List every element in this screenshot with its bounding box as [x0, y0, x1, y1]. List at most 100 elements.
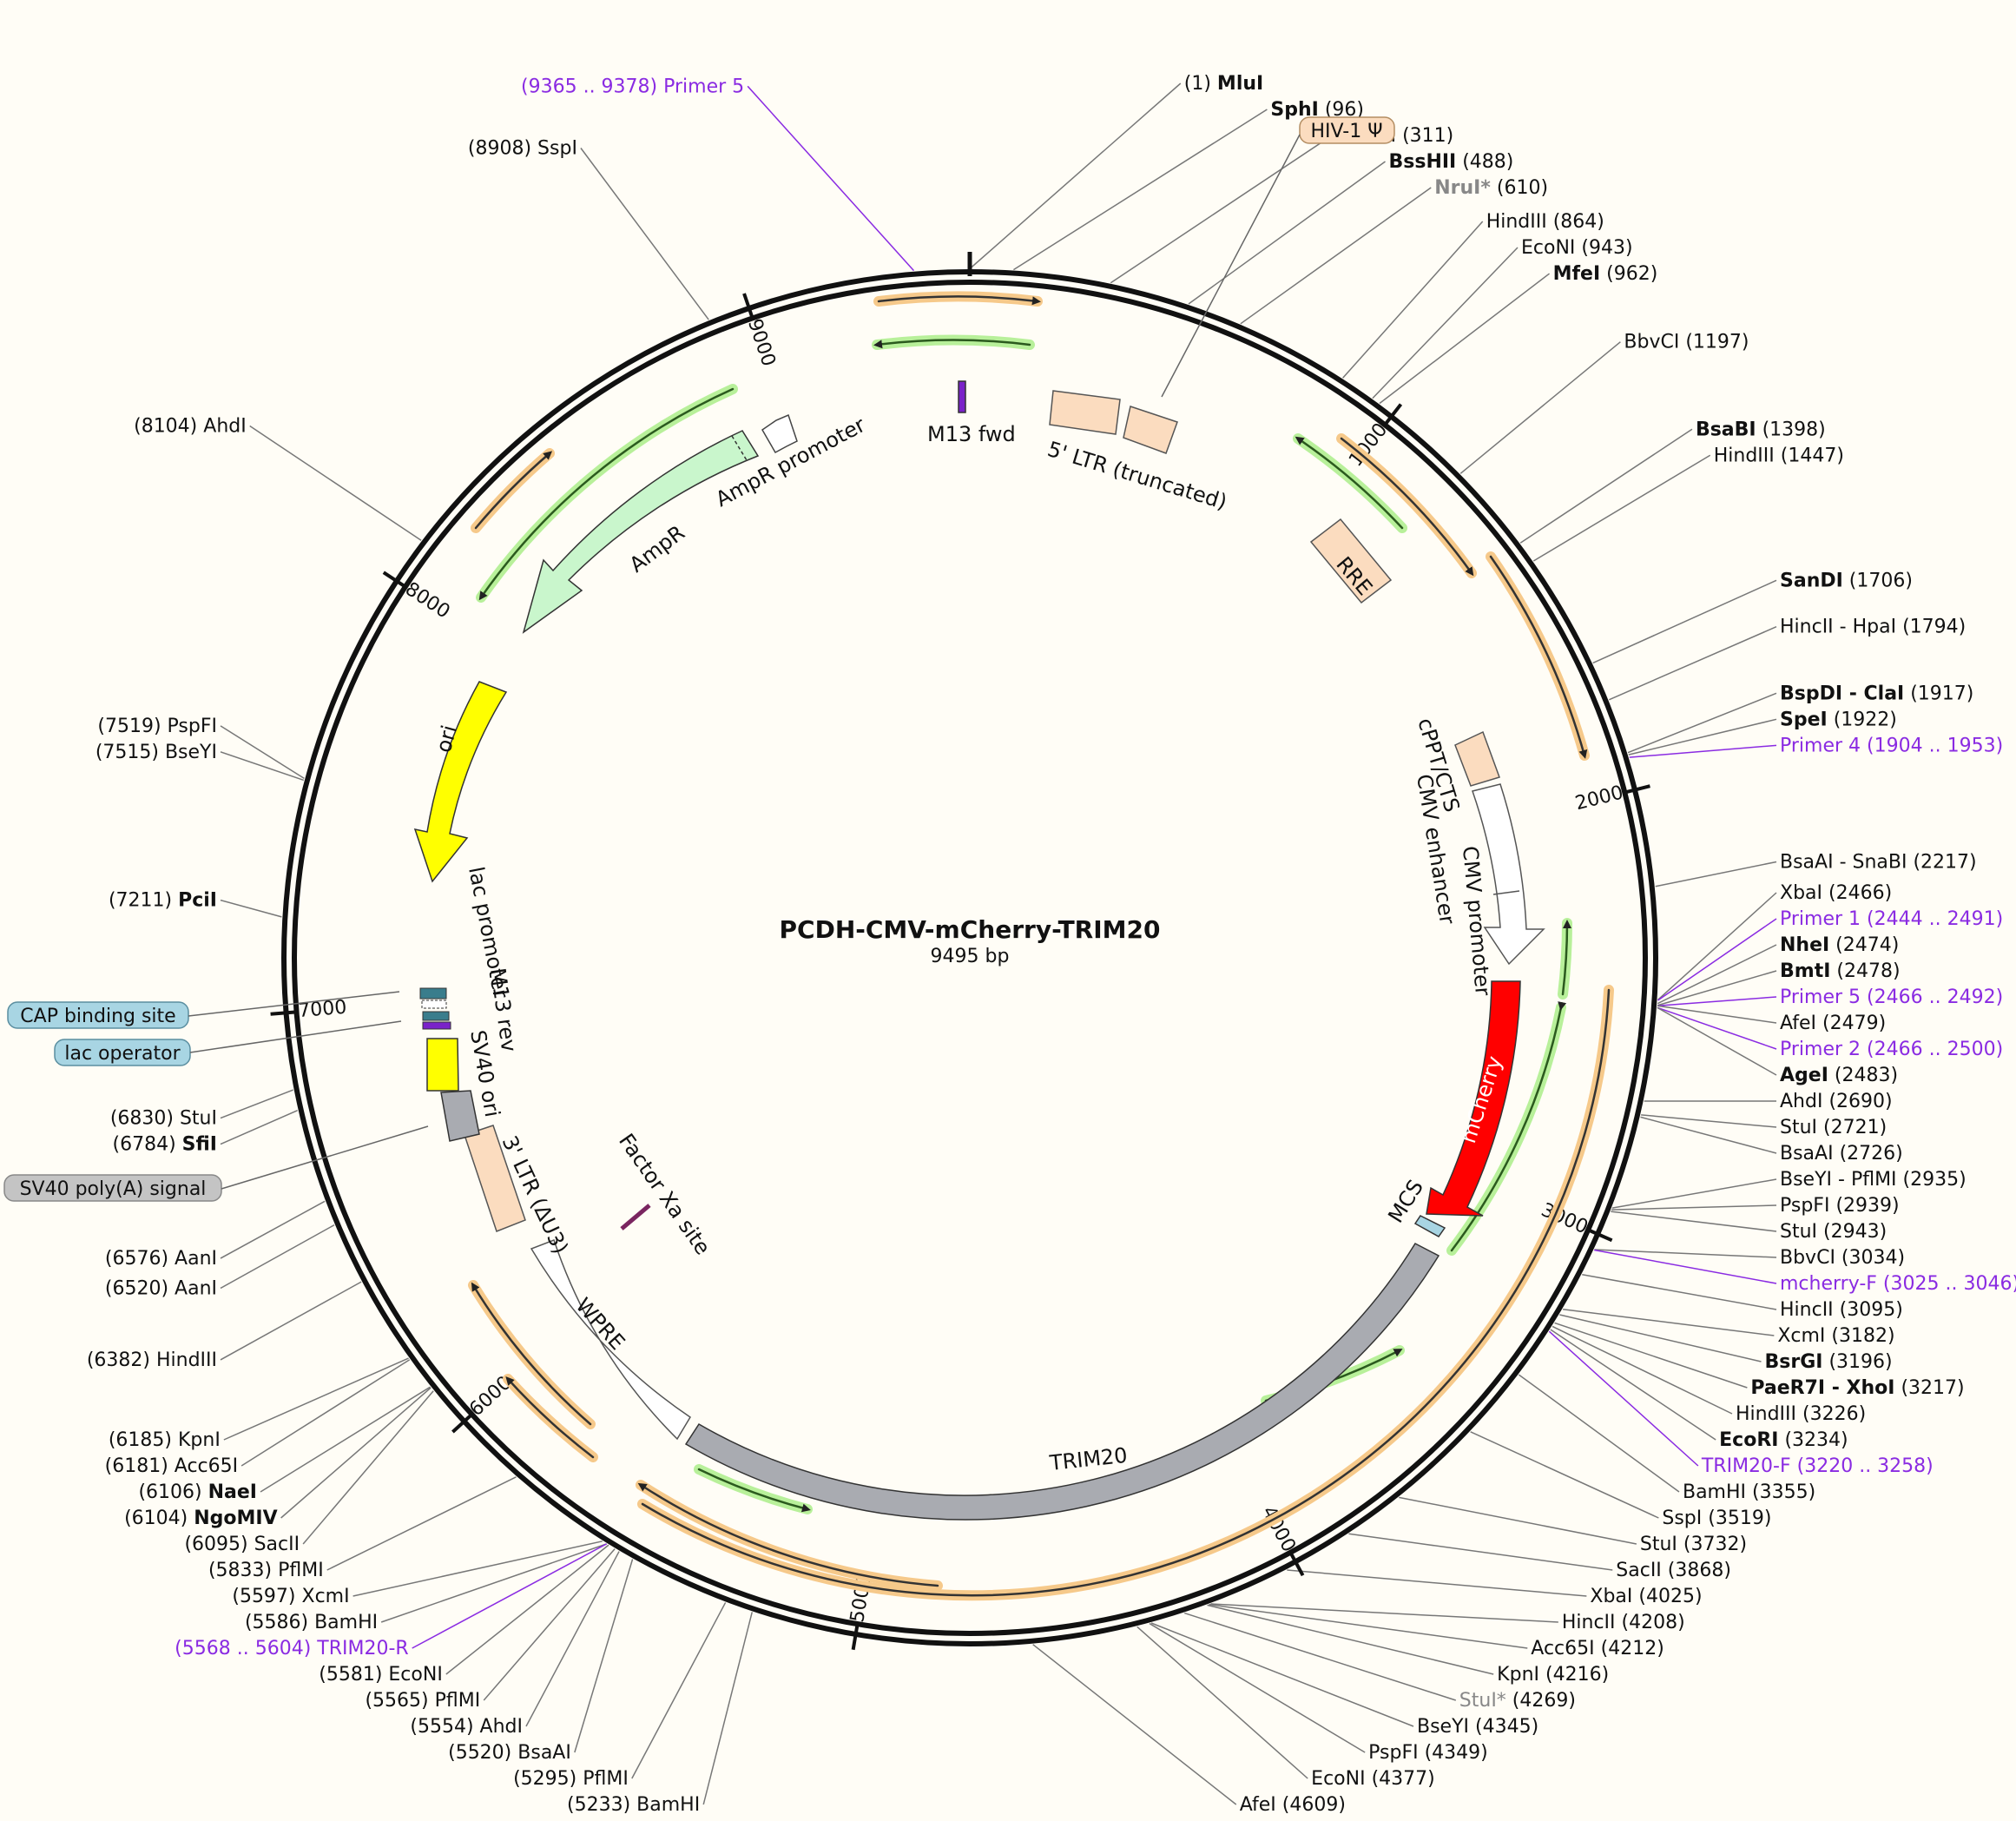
site-label: (5565) PflMI [365, 1690, 480, 1712]
site-pos: (864) [1547, 211, 1604, 233]
site-name: SanDI [1780, 570, 1843, 591]
site-label: AfeI (2479) [1780, 1013, 1886, 1034]
site-label: NruI* (610) [1434, 177, 1548, 199]
site-pos: (1) [1184, 73, 1217, 95]
site-leader [1149, 1622, 1366, 1753]
site-name: NruI* [1434, 177, 1491, 199]
site-pos: (5833) [208, 1560, 278, 1581]
site-label: StuI (2721) [1780, 1117, 1887, 1138]
site-pos: (2690) [1822, 1091, 1892, 1112]
site-leader [1611, 1211, 1777, 1232]
site-name: StuI* [1459, 1690, 1506, 1712]
site-pos: (2935) [1897, 1169, 1967, 1191]
site-pos: (7519) [97, 716, 167, 737]
site-pos: (6095) [184, 1534, 254, 1555]
site-pos: (311) [1396, 125, 1453, 147]
site-name: BseYI [1417, 1716, 1469, 1738]
site-label: (6830) StuI [110, 1108, 217, 1130]
site-pos: (5568 .. 5604) [175, 1638, 317, 1659]
site-pos: (4377) [1366, 1768, 1435, 1790]
site-leader [1594, 1249, 1777, 1258]
site-label: NheI (2474) [1780, 934, 1899, 956]
site-label: XcmI (3182) [1777, 1325, 1894, 1347]
feature-ori [413, 681, 508, 883]
site-pos: (2483) [1828, 1065, 1898, 1086]
site-label: BspDI - ClaI (1917) [1780, 683, 1973, 704]
feature-rre [1309, 518, 1393, 604]
site-name: AanI [175, 1277, 217, 1299]
feature-label-ampr: AmpR [625, 520, 689, 577]
site-label: (5520) BsaAI [448, 1742, 571, 1764]
feature-factor-xa [620, 1204, 651, 1230]
tick-mark [382, 571, 406, 589]
site-pos: (3355) [1746, 1481, 1815, 1503]
site-pos: (3220 .. 3258) [1791, 1455, 1934, 1477]
site-label: XbaI (2466) [1780, 882, 1892, 904]
site-leader [1611, 1204, 1777, 1211]
site-pos: (6104) [124, 1508, 194, 1529]
site-name: SspI [1662, 1508, 1702, 1529]
site-leader [1342, 221, 1484, 379]
site-pos: (4216) [1539, 1664, 1609, 1686]
site-leader [1657, 944, 1777, 1005]
site-name: SspI [537, 137, 577, 159]
site-label: HincII - HpaI (1794) [1780, 617, 1966, 638]
feature-ampr [522, 413, 798, 634]
primer-label: Primer 5 (2466 .. 2492) [1780, 986, 2003, 1008]
site-name: Primer 5 [663, 76, 744, 97]
site-leader [240, 1359, 411, 1467]
site-pos: (7515) [96, 742, 165, 763]
site-pos: (2466 .. 2492) [1861, 986, 2003, 1008]
primer-label: TRIM20-F (3220 .. 3258) [1701, 1455, 1934, 1477]
site-name: mcherry-F [1780, 1273, 1877, 1295]
feature-lac [419, 987, 451, 1030]
site-name: BmtI [1780, 960, 1830, 982]
site-leader [1629, 744, 1777, 758]
site-pos: (3226) [1796, 1403, 1866, 1425]
site-leader [223, 1357, 409, 1441]
site-label: HincII (3095) [1780, 1299, 1903, 1321]
site-leader [1559, 1314, 1762, 1362]
site-name: EcoRI [1719, 1429, 1778, 1451]
site-leader [220, 725, 305, 780]
site-pos: (4345) [1469, 1716, 1538, 1738]
site-leader [1348, 1533, 1613, 1571]
site-name: BsaAI [517, 1742, 571, 1764]
site-name: AgeI [1780, 1065, 1828, 1086]
site-name: BbvCI [1624, 332, 1679, 353]
site-name: PspFI [1780, 1195, 1829, 1217]
site-label: (5581) EcoNI [319, 1664, 443, 1686]
site-leader [1184, 1612, 1457, 1701]
site-leader [220, 1200, 326, 1259]
site-pos: (1706) [1843, 570, 1913, 591]
site-leader [483, 1548, 616, 1701]
site-label: MfeI (962) [1553, 263, 1658, 285]
site-pos: (4269) [1506, 1690, 1576, 1712]
site-label: HindIII (864) [1486, 211, 1604, 233]
site-label: (6784) SfiI [113, 1134, 218, 1156]
site-pos: (1922) [1828, 709, 1897, 730]
site-pos: (2474) [1829, 934, 1899, 956]
site-name: NgoMIV [194, 1508, 277, 1529]
site-label: EcoNI (943) [1521, 237, 1633, 259]
feature-label-m13-fwd: M13 fwd [927, 422, 1016, 446]
site-pos: (6784) [113, 1134, 182, 1156]
feature-label-lac-promoter: lac promoter [464, 865, 513, 1000]
site-label: SpeI (1922) [1780, 709, 1897, 730]
feature-label-wpre: WPRE [571, 1293, 630, 1355]
site-leader [1657, 892, 1777, 1000]
site-pos: (5554) [410, 1716, 479, 1738]
site-pos: (2479) [1816, 1013, 1886, 1034]
plasmid-length: 9495 bp [931, 946, 1010, 967]
site-name: PflMI [435, 1690, 481, 1712]
site-leader [1608, 626, 1777, 701]
site-label: AgeI (2483) [1780, 1065, 1898, 1086]
site-label: KpnI (4216) [1497, 1664, 1609, 1686]
site-leader [1287, 1569, 1587, 1597]
site-label: PaeR7I - XhoI (3217) [1750, 1377, 1964, 1399]
site-leader [1110, 135, 1333, 284]
site-name: SfiI [182, 1134, 217, 1156]
site-label: SanDI (1706) [1780, 570, 1913, 591]
site-name: BseYI [165, 742, 217, 763]
